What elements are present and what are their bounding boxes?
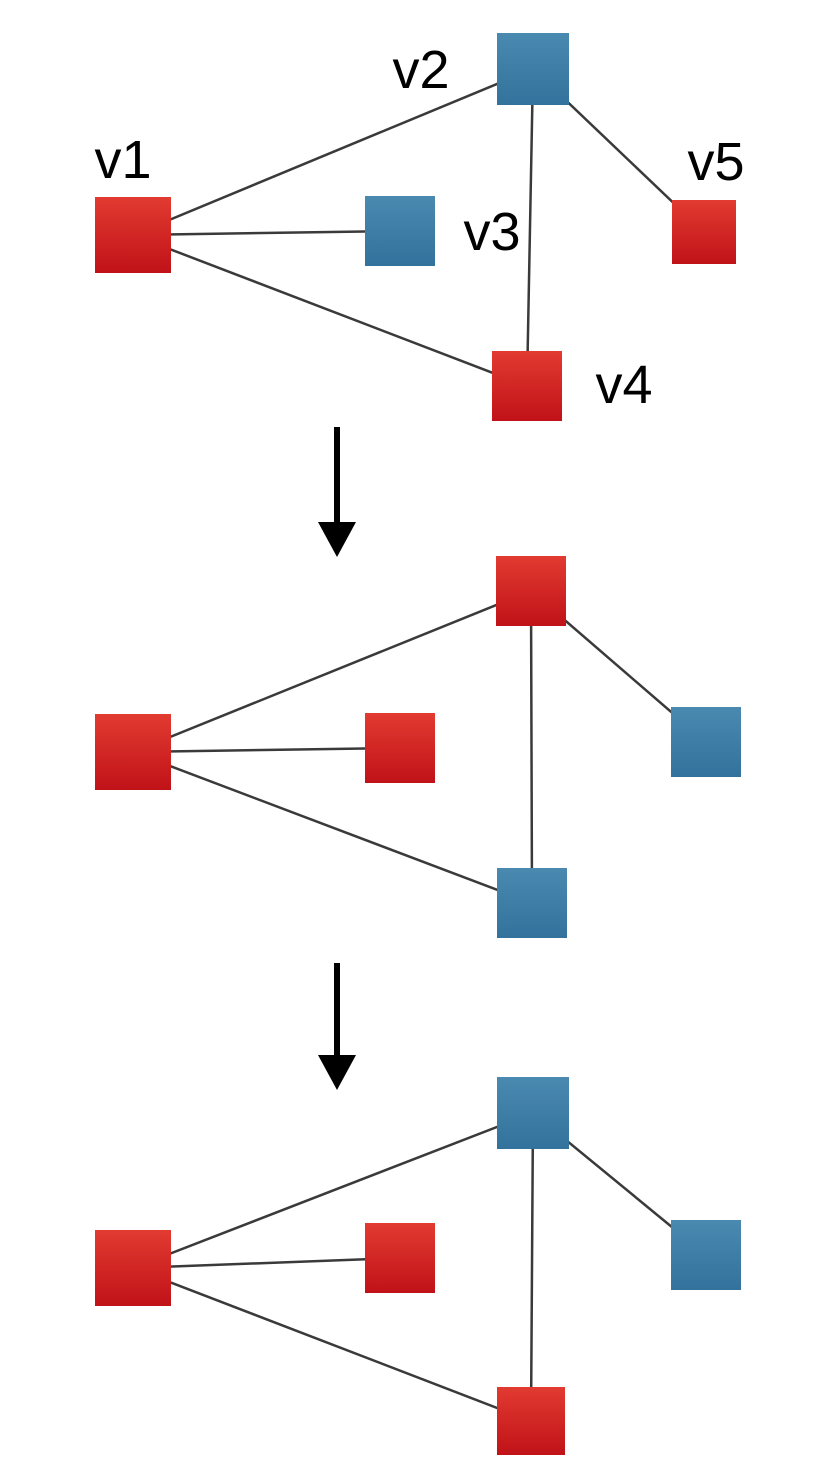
node-label-v3: v3 xyxy=(463,202,520,262)
node-label-v1: v1 xyxy=(94,130,151,190)
edge-v1-v4-stage-3 xyxy=(132,1266,532,1423)
node-v3-stage-2 xyxy=(365,713,435,783)
graph-stage-2 xyxy=(95,556,741,938)
graph-stage-3 xyxy=(95,1077,741,1455)
edge-v1-v3-stage-2 xyxy=(132,746,401,754)
node-v2-stage-2 xyxy=(496,556,566,626)
edge-v1-v2-stage-2 xyxy=(132,589,532,754)
node-v1-stage-3 xyxy=(95,1230,171,1306)
arrow-1-head xyxy=(318,522,356,557)
node-v5-stage-2 xyxy=(671,707,741,777)
edge-v2-v4-stage-3 xyxy=(529,1112,535,1422)
node-v5-stage-1 xyxy=(672,200,736,264)
node-v1-stage-2 xyxy=(95,714,171,790)
node-v3-stage-1 xyxy=(365,196,435,266)
edge-v1-v2-stage-1 xyxy=(132,67,534,237)
node-v2-stage-1 xyxy=(497,33,569,105)
node-v2-stage-3 xyxy=(497,1077,569,1149)
edge-v1-v3-stage-3 xyxy=(132,1256,401,1270)
edge-v2-v4-stage-1 xyxy=(525,68,535,387)
node-v4-stage-2 xyxy=(497,868,567,938)
edge-v1-v3-stage-1 xyxy=(132,229,401,237)
node-label-v4: v4 xyxy=(595,355,652,415)
node-label-v5: v5 xyxy=(687,132,744,192)
arrow-1 xyxy=(318,427,356,557)
arrow-2-head xyxy=(318,1055,356,1090)
node-v4-stage-3 xyxy=(497,1387,565,1455)
node-v3-stage-3 xyxy=(365,1223,435,1293)
node-v5-stage-3 xyxy=(671,1220,741,1290)
edge-v2-v4-stage-2 xyxy=(529,590,534,904)
node-v4-stage-1 xyxy=(492,351,562,421)
node-v1-stage-1 xyxy=(95,197,171,273)
arrow-2 xyxy=(318,963,356,1090)
edge-v1-v4-stage-1 xyxy=(132,233,528,388)
edge-v1-v4-stage-2 xyxy=(132,750,533,905)
edge-v1-v2-stage-3 xyxy=(132,1111,534,1270)
node-label-v2: v2 xyxy=(392,40,449,100)
graph-stage-1: v1 v2 v3 v4 v5 xyxy=(94,33,745,421)
